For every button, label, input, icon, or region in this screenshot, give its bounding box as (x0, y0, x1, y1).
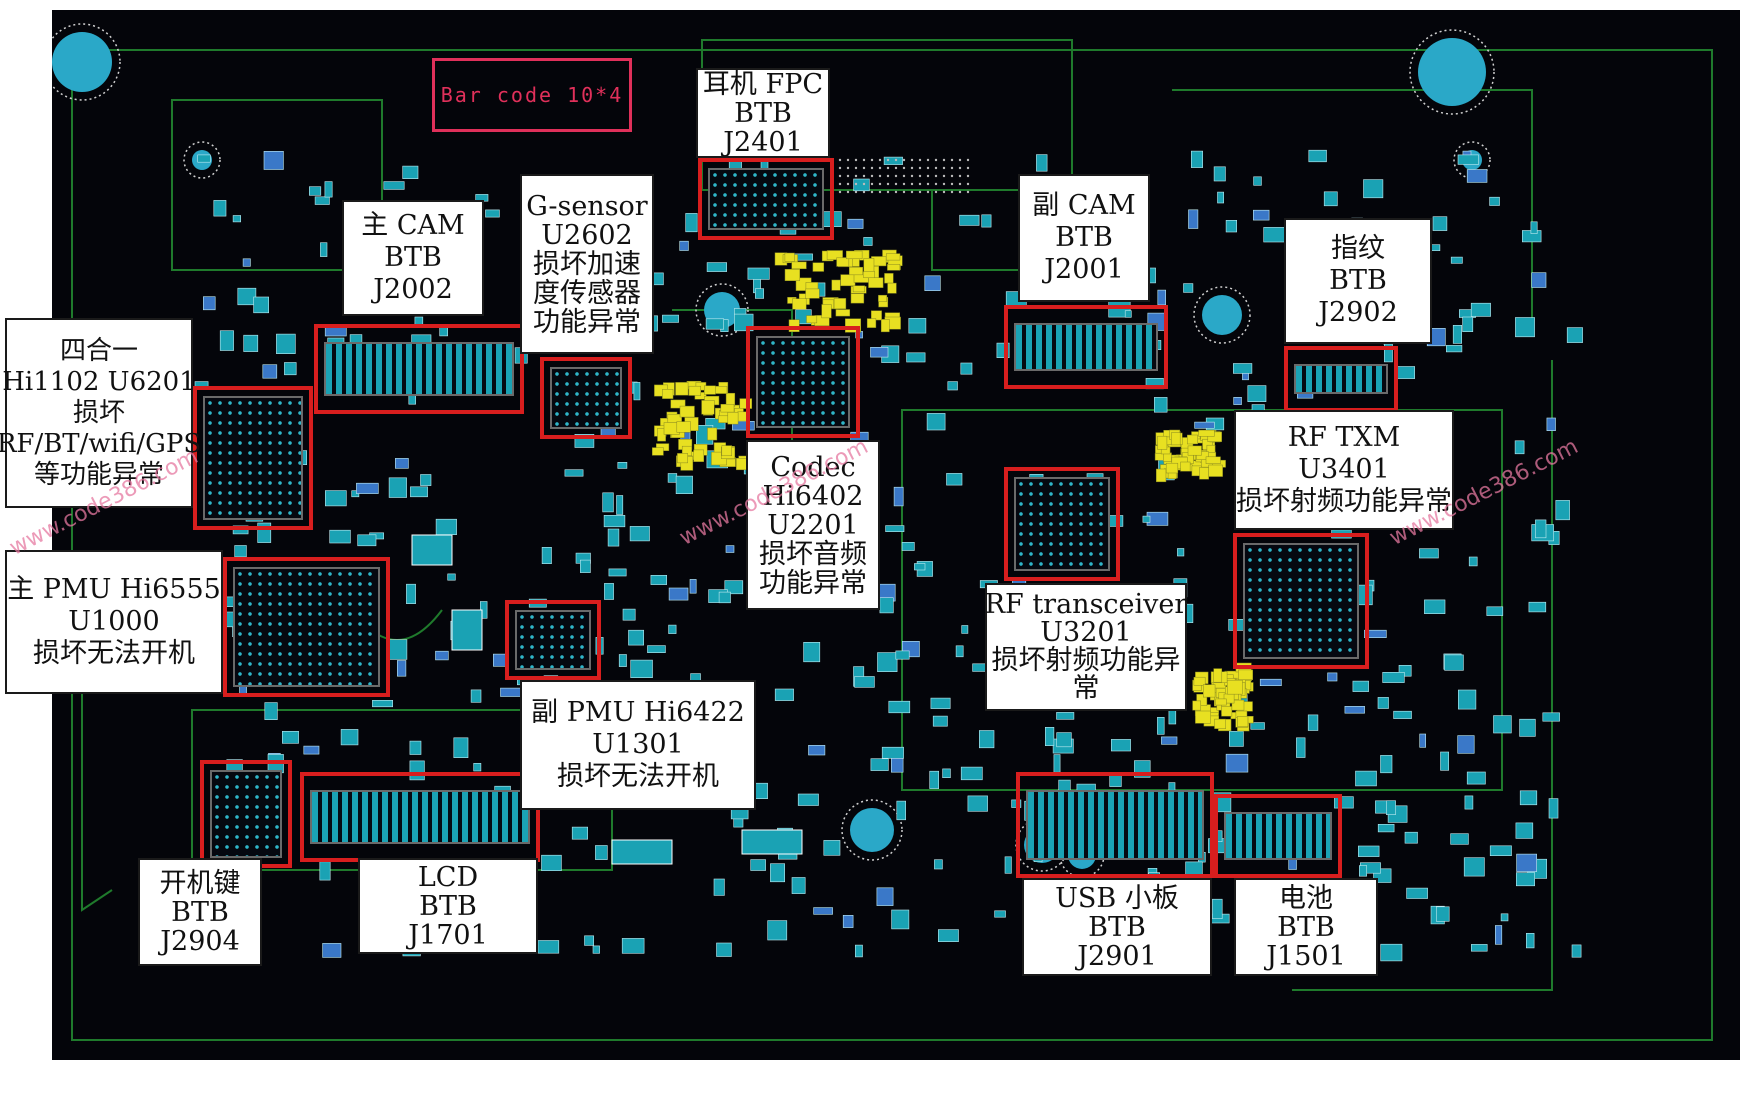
label-line: RF transceiver (984, 589, 1188, 620)
label-line: 主 CAM (361, 210, 465, 241)
label-line: G-sensor (526, 190, 648, 222)
label-line: U3401 (1298, 454, 1390, 485)
label-line: BTB (1277, 911, 1335, 943)
codec-highlight (746, 326, 860, 438)
label-line: 损坏射频功能异 (991, 645, 1181, 676)
label-line: Hi1102 U6201 (2, 366, 196, 397)
battery-connector-highlight (1214, 794, 1342, 878)
sub-cam-connector-highlight (1004, 305, 1168, 389)
power-key-highlight (200, 760, 292, 868)
label-line: 副 CAM (1032, 190, 1136, 221)
label-line: 副 PMU Hi6422 (531, 697, 745, 728)
pcb-board: Bar code 10*4 (52, 10, 1740, 1060)
label-line: BTB (734, 97, 792, 129)
rf-transceiver-highlight (1004, 467, 1120, 581)
label-line: 损坏音频 (759, 538, 867, 570)
label-line: BTB (1329, 265, 1387, 296)
label-line: 损坏加速 (533, 248, 641, 280)
label-line: U2201 (767, 509, 859, 541)
label-line: U1000 (68, 606, 160, 637)
label-line: BTB (384, 242, 442, 273)
label-line: 主 PMU Hi6555 (7, 574, 221, 605)
sub-pmu-highlight (505, 600, 601, 680)
label-line: LCD (417, 861, 479, 893)
label-line: 损坏无法开机 (33, 638, 195, 669)
label-line: USB 小板 (1055, 882, 1179, 914)
label-line: J2401 (723, 126, 803, 158)
g-sensor-highlight (540, 357, 632, 439)
pcb-artwork (52, 23, 1713, 1041)
rf-txm-highlight (1233, 533, 1369, 669)
label-line: Codec (770, 451, 856, 483)
label-line: 指纹 (1331, 233, 1385, 264)
label-line: J2001 (1044, 254, 1124, 285)
label-line: 损坏 (72, 397, 125, 428)
label-line: BTB (1088, 911, 1146, 943)
label-line: BTB (1055, 222, 1113, 253)
barcode-area: Bar code 10*4 (432, 58, 632, 132)
label-line: U1301 (592, 729, 684, 760)
four-in-one-highlight (193, 386, 313, 530)
label-line: 功能异常 (533, 306, 641, 338)
label-line: Hi6402 (762, 480, 864, 512)
label-line: J2002 (373, 274, 453, 305)
fingerprint-connector-highlight (1284, 346, 1398, 412)
label-line: 损坏无法开机 (557, 761, 719, 792)
label-line: 常 (1072, 673, 1100, 704)
label-line: RF/BT/wifi/GPS (0, 428, 202, 459)
label-line: U3201 (1040, 617, 1132, 648)
label-line: 耳机 FPC (702, 68, 824, 100)
lcd-connector-highlight (300, 772, 540, 862)
label-line: 功能异常 (759, 567, 867, 599)
label-line: U2602 (541, 219, 633, 251)
label-line: BTB (419, 890, 477, 922)
label-line: 四合一 (59, 335, 138, 366)
label-line: BTB (171, 896, 229, 928)
label-line: RF TXM (1287, 422, 1401, 453)
label-line: J2901 (1077, 940, 1157, 972)
label-line: 度传感器 (533, 277, 641, 309)
usb-connector-highlight (1016, 772, 1214, 878)
label-line: J1701 (408, 919, 488, 951)
label-line: 开机键 (159, 867, 241, 899)
label-line: 损坏射频功能异常 (1236, 486, 1452, 517)
label-line: J2902 (1318, 297, 1398, 328)
label-line: 电池 (1279, 882, 1333, 914)
label-line: 等功能异常 (33, 459, 164, 490)
main-pmu-highlight (223, 557, 390, 697)
headset-fpc-highlight (698, 158, 834, 240)
label-line: J1501 (1266, 940, 1346, 972)
label-line: J2904 (160, 925, 240, 957)
main-cam-connector-highlight (314, 324, 524, 414)
